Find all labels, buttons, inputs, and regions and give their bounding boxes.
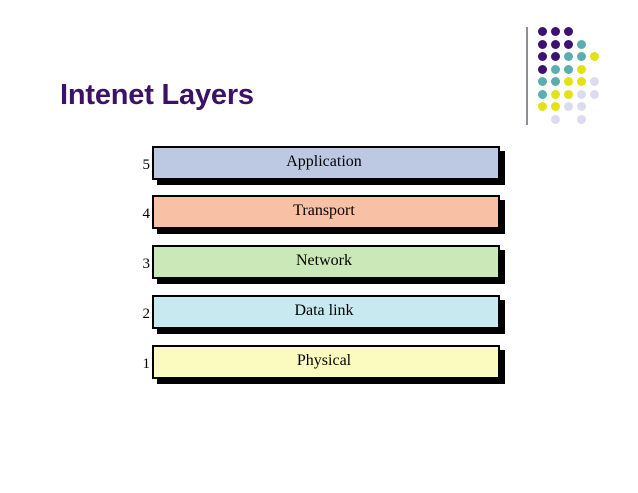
page-title: Intenet Layers [60, 79, 254, 111]
decoration-dot-grid [526, 27, 630, 127]
dot-icon [538, 27, 547, 36]
layer-bar-transport[interactable]: Transport [152, 195, 505, 234]
layer-label: Application [286, 153, 362, 170]
layer-label: Data link [294, 302, 354, 319]
layer-row: 3 Network [120, 245, 520, 284]
dot-icon [564, 39, 573, 49]
dot-icon [590, 52, 599, 61]
layer-number: 5 [142, 157, 151, 173]
dot-icon [551, 114, 560, 124]
layer-label: Physical [296, 352, 352, 369]
layer-bar-data-link[interactable]: Data link [152, 295, 505, 334]
dot-icon [564, 52, 573, 61]
dot-icon [551, 77, 560, 86]
dot-icon [577, 64, 586, 74]
layer-bar-fill [152, 245, 500, 279]
dot-icon [577, 77, 586, 86]
layer-bar-fill [152, 195, 500, 229]
dot-icon [564, 89, 573, 99]
layer-row: 2 Data link [120, 295, 520, 334]
dot-icon [538, 64, 547, 74]
dot-icon [538, 102, 547, 111]
dot-icon [551, 64, 560, 74]
dot-icon [577, 102, 586, 111]
dot-icon [564, 27, 573, 36]
layer-bar-physical[interactable]: Physical [152, 345, 505, 384]
layer-number: 3 [142, 256, 151, 272]
dot-icon [577, 39, 586, 49]
layer-bar-network[interactable]: Network [152, 245, 505, 284]
dot-icon [590, 77, 599, 86]
dot-icon [538, 77, 547, 86]
dot-icon [551, 39, 560, 49]
layer-row: 5 Application [120, 146, 520, 185]
layer-bar-fill [152, 146, 500, 180]
dot-icon [538, 39, 547, 49]
layer-row: 1 Physical [120, 345, 520, 384]
dot-icon [564, 64, 573, 74]
layer-number: 2 [142, 306, 151, 322]
dot-icon [551, 52, 560, 61]
dot-grid-icon [538, 27, 630, 127]
dot-icon [564, 77, 573, 86]
dot-icon [577, 89, 586, 99]
layer-row: 4 Transport [120, 195, 520, 234]
layer-number: 4 [142, 206, 151, 222]
layer-bar-fill [152, 345, 500, 379]
dot-icon [590, 89, 599, 99]
vertical-rule-divider [526, 27, 528, 125]
dot-icon [551, 89, 560, 99]
layer-label: Transport [293, 202, 355, 219]
layer-label: Network [296, 252, 352, 269]
dot-icon [538, 89, 547, 99]
dot-icon [564, 102, 573, 111]
layer-number: 1 [142, 356, 151, 372]
dot-icon [577, 52, 586, 61]
dot-icon [577, 114, 586, 124]
layer-bar-application[interactable]: Application [152, 146, 505, 185]
dot-icon [538, 52, 547, 61]
layer-bar-fill [152, 295, 500, 329]
dot-icon [551, 102, 560, 111]
dot-icon [551, 27, 560, 36]
